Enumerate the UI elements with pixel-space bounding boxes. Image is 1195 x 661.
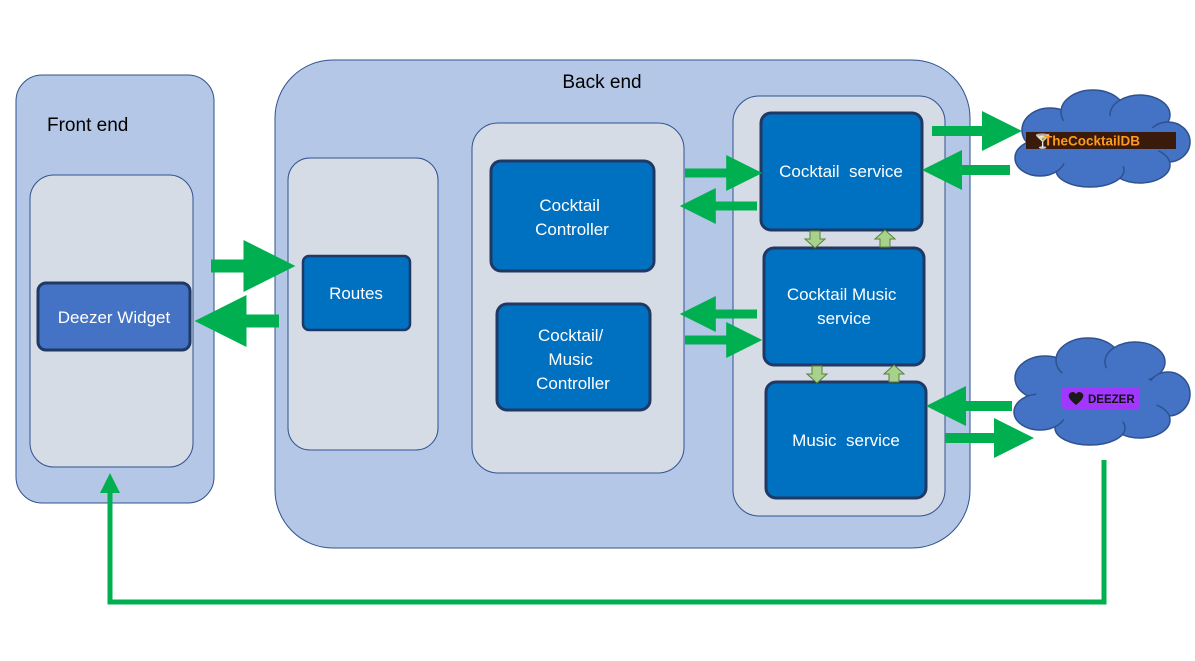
arrow-cocktail-to-cocktail-music-service [803,230,827,249]
music-service-label: Music service [792,431,900,450]
cocktail-service-label: Cocktail service [779,162,903,181]
music-service-box[interactable]: Music service [764,380,928,500]
deezer-widget-label: Deezer Widget [58,308,171,327]
deezer-widget-box[interactable]: Deezer Widget [36,281,192,352]
frontend-panel: Front end Deezer Widget [15,74,215,504]
backend-panel: Back end Routes Cocktail Controller Cock… [274,59,971,549]
service-internal-arrows [803,229,906,384]
cocktail-music-service-box[interactable]: Cocktail Music service [762,246,926,367]
routes-box[interactable]: Routes [301,254,412,332]
connection-arrows [100,111,1107,605]
arrow-cocktail-music-to-music-service [805,365,829,384]
arrow-music-to-cocktail-music-service [882,364,906,383]
cocktaildb-logo: 🍸 TheCocktailDB [1026,132,1176,150]
cocktaildb-logo-text: TheCocktailDB [1044,134,1140,149]
routes-label: Routes [329,284,383,303]
cocktail-controller-label: Cocktail Controller [535,196,609,239]
cocktail-glass-icon: 🍸 [1034,132,1051,150]
cocktail-controller-box[interactable]: Cocktail Controller [489,159,656,273]
heart-icon [1068,392,1084,405]
backend-title: Back end [562,72,641,93]
deezer-logo-text: DEEZER [1088,394,1135,406]
cocktail-music-service-label: Cocktail Music service [787,285,901,328]
cocktail-service-box[interactable]: Cocktail service [759,111,924,232]
arrow-cocktail-music-to-cocktail-service [873,229,897,248]
cocktaildb-cloud: 🍸 TheCocktailDB [1014,89,1191,188]
deezer-cloud: DEEZER [1013,337,1191,446]
arrow-deezer-to-frontend [100,460,1107,605]
cocktail-music-controller-box[interactable]: Cocktail/ Music Controller [495,302,652,412]
frontend-title: Front end [47,115,128,136]
cocktail-music-controller-label: Cocktail/ Music Controller [536,326,610,393]
deezer-logo: DEEZER [1062,387,1140,409]
